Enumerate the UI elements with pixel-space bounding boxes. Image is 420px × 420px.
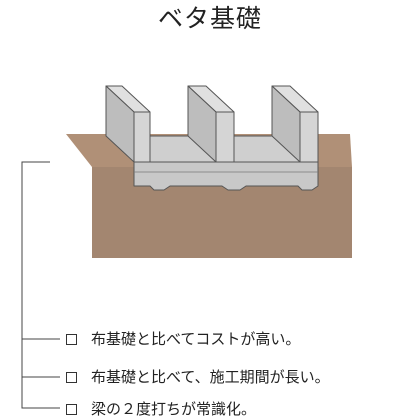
feature-text: 梁の２度打ちが常識化。 [91, 400, 257, 418]
mat-foundation [105, 85, 319, 191]
slab-front-face [133, 161, 319, 191]
feature-item: 布基礎と比べてコストが高い。 [66, 328, 300, 350]
feature-text: 布基礎と比べて、施工期間が長い。 [91, 368, 330, 386]
bracket-top [21, 161, 60, 409]
checkbox-icon [66, 371, 77, 383]
checkbox-icon [66, 333, 77, 345]
feature-item: 布基礎と比べて、施工期間が長い。 [66, 366, 330, 388]
feature-text: 布基礎と比べてコストが高い。 [91, 330, 301, 348]
feature-item: 梁の２度打ちが常識化。 [66, 398, 256, 420]
page-title: ベタ基礎 [157, 4, 262, 33]
checkbox-icon [66, 403, 77, 415]
bracket-lines [21, 161, 60, 409]
